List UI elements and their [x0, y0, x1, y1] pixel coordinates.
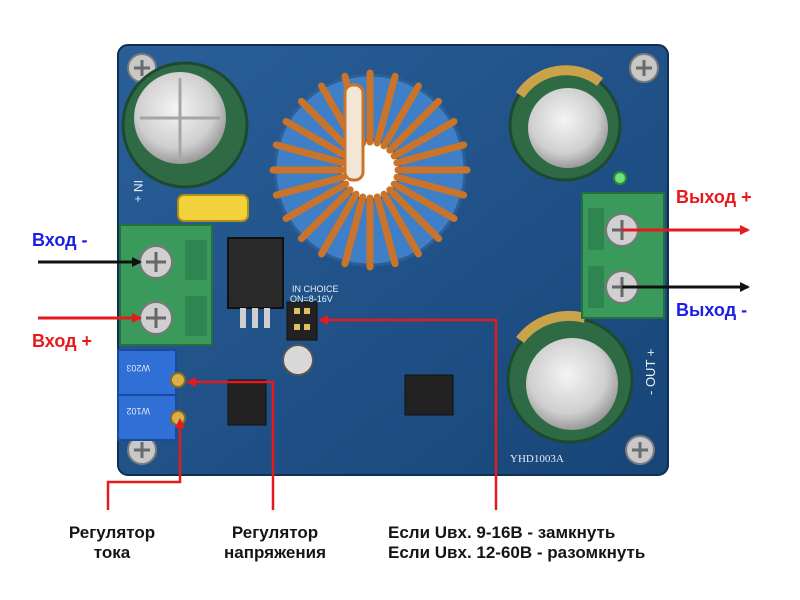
voltage-regulator-line1: Регулятор: [231, 523, 319, 542]
input-terminal-block: [119, 224, 213, 346]
output-minus-label: Выход -: [676, 300, 748, 320]
coil-winding: [272, 141, 347, 167]
jumper-note-line2: Если Uвх. 12-60В - разомкнуть: [388, 543, 646, 562]
output-capacitor-top: [508, 65, 622, 182]
coil-winding: [373, 193, 399, 268]
current-regulator-line2: тока: [93, 543, 131, 562]
current-regulator-label: Регулятор тока: [52, 523, 172, 563]
coil-winding: [297, 186, 354, 243]
coil-winding: [393, 141, 468, 167]
jumper-note-line1: Если Uвх. 9-16В - замкнуть: [388, 523, 616, 542]
output-plus-label: Выход +: [676, 187, 752, 207]
voltage-regulator-leader: [186, 377, 275, 510]
coil-winding: [380, 82, 422, 150]
coil-winding: [386, 97, 443, 154]
voltage-regulator-label: Регулятор напряжения: [210, 523, 340, 563]
control-ic-2: [404, 374, 454, 416]
input-choice-jumper: [286, 301, 318, 341]
coil-winding: [393, 173, 468, 199]
jumper-note: Если Uвх. 9-16В - замкнуть Если Uвх. 12-…: [388, 523, 645, 563]
coil-winding: [373, 72, 399, 147]
coil-winding: [341, 193, 367, 268]
coil-winding: [386, 186, 443, 243]
pot-voltage-marking: W203: [126, 363, 150, 373]
input-minus-label: Вход -: [32, 230, 88, 250]
model-silkscreen: YHD1003A: [510, 453, 564, 465]
voltage-regulator-line2: напряжения: [224, 543, 326, 562]
output-terminal-block: [581, 192, 665, 319]
coil-winding: [390, 118, 458, 160]
coil-winding: [272, 173, 347, 199]
fuse: [177, 194, 249, 222]
pot-current-marking: W102: [126, 406, 150, 416]
status-led: [613, 171, 627, 185]
power-transistor: [227, 237, 284, 328]
control-ic-1: [227, 379, 267, 426]
coil-winding: [380, 190, 422, 258]
in-silkscreen: IN +: [131, 180, 145, 202]
jumper-leader: [318, 315, 498, 510]
coil-winding: [282, 180, 350, 222]
input-capacitor: [121, 61, 249, 189]
current-regulator-line1: Регулятор: [68, 523, 156, 542]
coil-winding: [390, 180, 458, 222]
out-silkscreen: - OUT +: [643, 349, 658, 395]
coil-winding: [318, 190, 360, 258]
coil-winding: [297, 97, 354, 154]
small-capacitor: [282, 344, 314, 376]
voltage-potentiometer: W203: [117, 349, 186, 396]
input-plus-label: Вход +: [32, 331, 93, 351]
in-choice-silkscreen: IN CHOICE: [292, 284, 339, 294]
output-capacitor-bottom: [506, 310, 634, 444]
on-range-silkscreen: ON=8-16V: [290, 294, 333, 304]
toroid-inductor: [269, 69, 471, 271]
current-regulator-leader: [106, 418, 185, 510]
current-potentiometer: W102: [117, 394, 186, 441]
coil-winding: [282, 118, 350, 160]
